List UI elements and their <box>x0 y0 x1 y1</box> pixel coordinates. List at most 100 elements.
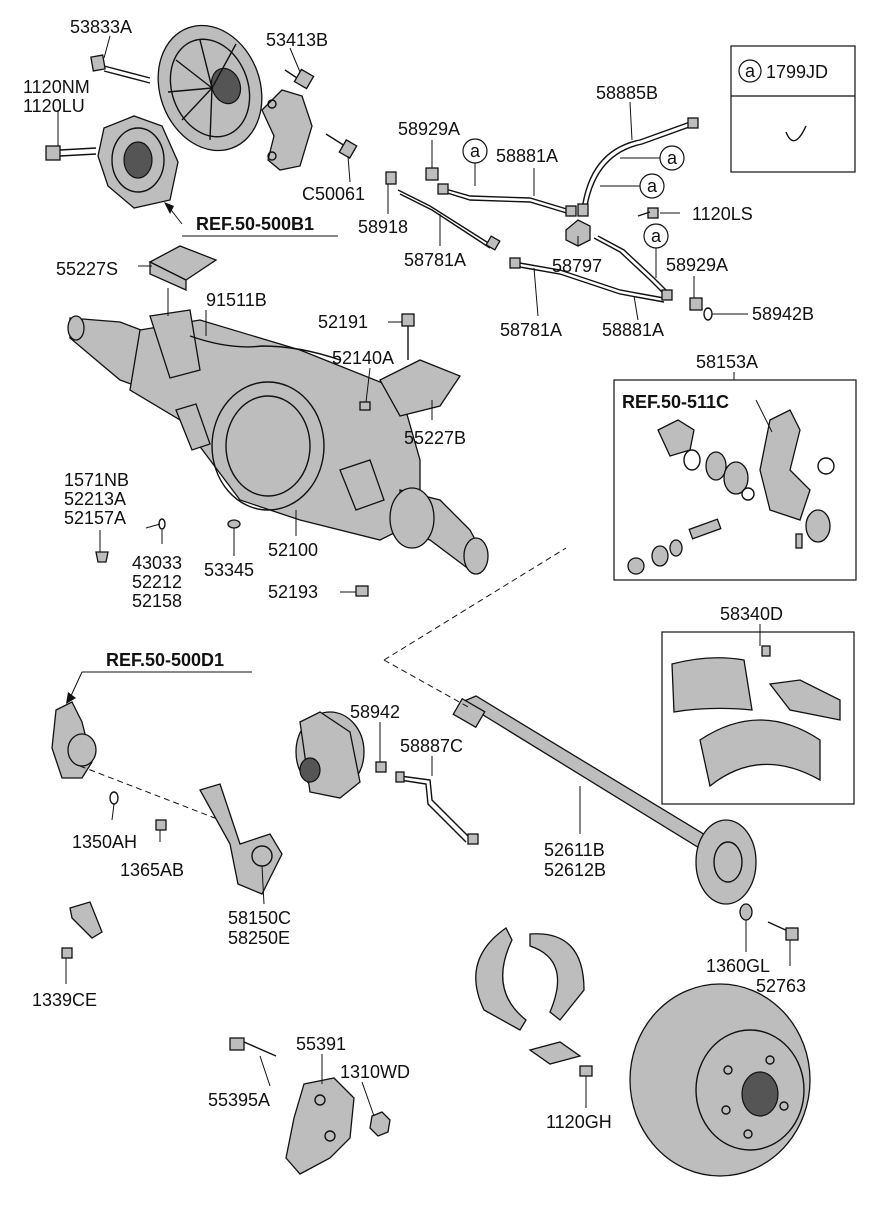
label-1120GH[interactable]: 1120GH <box>546 1112 612 1132</box>
label-52213A[interactable]: 52213A <box>64 489 126 509</box>
label-58881A-2[interactable]: 58881A <box>602 320 664 340</box>
label-52191[interactable]: 52191 <box>318 312 368 332</box>
part-58797-fitting[interactable] <box>565 219 591 247</box>
label-1120LU[interactable]: 1120LU <box>23 96 85 116</box>
ref-50-500B1[interactable]: REF.50-500B1 <box>196 214 314 234</box>
label-91511B[interactable]: 91511B <box>206 290 267 310</box>
label-58153A[interactable]: 58153A <box>696 352 758 372</box>
label-1339CE[interactable]: 1339CE <box>32 990 97 1010</box>
part-brake-chamber[interactable] <box>295 711 365 799</box>
label-58887C[interactable]: 58887C <box>400 736 463 756</box>
ref-50-500D1[interactable]: REF.50-500D1 <box>106 650 224 670</box>
part-58885B-hose[interactable] <box>577 117 699 217</box>
part-C50061-bolt[interactable] <box>325 133 358 159</box>
svg-text:a: a <box>651 226 662 246</box>
label-58942B[interactable]: 58942B <box>752 304 814 324</box>
part-slack-adjuster-assembly[interactable] <box>51 701 97 779</box>
part-52140A[interactable] <box>359 401 371 411</box>
part-58781A-pipe-1[interactable] <box>397 189 501 251</box>
part-hub-flange[interactable] <box>97 115 179 209</box>
part-58881A-pipe-1[interactable] <box>437 183 577 217</box>
label-58881A-1[interactable]: 58881A <box>496 146 558 166</box>
part-55227B-bracket[interactable] <box>379 359 461 417</box>
label-1360GL[interactable]: 1360GL <box>706 956 770 976</box>
part-53413B-disc[interactable] <box>141 11 279 165</box>
label-58929A-1[interactable]: 58929A <box>398 119 460 139</box>
part-52191-bolt[interactable] <box>401 313 415 360</box>
label-52158[interactable]: 52158 <box>132 591 182 611</box>
label-55395A[interactable]: 55395A <box>208 1090 270 1110</box>
label-1310WD[interactable]: 1310WD <box>340 1062 410 1082</box>
label-58942[interactable]: 58942 <box>350 702 400 722</box>
label-55227S[interactable]: 55227S <box>56 259 118 279</box>
part-1339CE-bracket[interactable] <box>61 901 103 959</box>
label-1120NM[interactable]: 1120NM <box>23 77 90 97</box>
part-1310WD-nut[interactable] <box>369 1111 391 1137</box>
part-58340D-brake-shoe-kit[interactable] <box>671 645 841 788</box>
part-brake-shoes[interactable] <box>475 927 585 1031</box>
label-58797[interactable]: 58797 <box>552 256 602 276</box>
label-55391[interactable]: 55391 <box>296 1034 346 1054</box>
part-52193-nut[interactable] <box>355 585 369 597</box>
part-53413B-bolt[interactable] <box>284 68 315 90</box>
label-53413B[interactable]: 53413B <box>266 30 328 50</box>
label-55227B[interactable]: 55227B <box>404 428 466 448</box>
label-52611B[interactable]: 52611B <box>544 840 605 860</box>
label-53833A[interactable]: 53833A <box>70 17 132 37</box>
label-1350AH[interactable]: 1350AH <box>72 832 137 852</box>
leader-lines <box>57 35 791 1117</box>
part-1120LS-bolt[interactable] <box>637 207 659 219</box>
label-1120LS[interactable]: 1120LS <box>692 204 753 224</box>
part-58150C-bracket[interactable] <box>199 783 283 895</box>
label-58781A-1[interactable]: 58781A <box>404 250 466 270</box>
ref-50-511C[interactable]: REF.50-511C <box>622 392 729 412</box>
label-52612B[interactable]: 52612B <box>544 860 606 880</box>
part-1571NB-plug[interactable] <box>95 551 109 563</box>
label-52100[interactable]: 52100 <box>268 540 318 560</box>
label-58250E[interactable]: 58250E <box>228 928 290 948</box>
part-58918[interactable] <box>385 171 397 185</box>
part-58887C-hose[interactable] <box>395 771 479 845</box>
part-53833A-bolt[interactable] <box>90 54 151 84</box>
part-55227S-bracket[interactable] <box>148 245 218 292</box>
part-55391-bracket[interactable] <box>285 1077 355 1175</box>
label-58150C[interactable]: 58150C <box>228 908 291 928</box>
part-55395A-bolt[interactable] <box>229 1037 277 1057</box>
label-52763[interactable]: 52763 <box>756 976 806 996</box>
label-52140A[interactable]: 52140A <box>332 348 394 368</box>
label-C50061[interactable]: C50061 <box>302 184 365 204</box>
part-58881A-pipe-2[interactable] <box>593 235 673 301</box>
label-52212[interactable]: 52212 <box>132 572 182 592</box>
part-58929A-nut-2[interactable] <box>689 297 703 311</box>
label-53345[interactable]: 53345 <box>204 560 254 580</box>
part-1350AH[interactable] <box>109 791 119 805</box>
part-1120GH-bracket[interactable] <box>528 1041 593 1077</box>
label-52157A[interactable]: 52157A <box>64 508 126 528</box>
part-53345[interactable] <box>227 519 241 529</box>
part-52100-axle-housing[interactable] <box>67 309 489 575</box>
part-brake-drum[interactable] <box>629 983 811 1177</box>
part-91511B-wire[interactable] <box>189 335 341 361</box>
part-58781A-pipe-2[interactable] <box>509 257 665 303</box>
label-58885B[interactable]: 58885B <box>596 83 658 103</box>
part-bearing-cap[interactable] <box>261 89 313 171</box>
label-52193[interactable]: 52193 <box>268 582 318 602</box>
label-58340D[interactable]: 58340D <box>720 604 783 624</box>
part-58929A-nut-1[interactable] <box>425 167 439 181</box>
part-1360GL[interactable] <box>739 903 753 921</box>
part-52763-bolt[interactable] <box>767 921 799 941</box>
label-43033[interactable]: 43033 <box>132 553 182 573</box>
part-1120NM-bolt[interactable] <box>45 145 97 161</box>
svg-text:a: a <box>647 176 658 196</box>
part-52611B-axle-shaft[interactable] <box>452 695 757 905</box>
label-1571NB[interactable]: 1571NB <box>64 470 129 490</box>
label-1365AB[interactable]: 1365AB <box>120 860 184 880</box>
part-58153A-slack-adjuster-kit[interactable] <box>627 409 835 575</box>
label-1799JD[interactable]: 1799JD <box>766 62 828 82</box>
label-58929A-2[interactable]: 58929A <box>666 255 728 275</box>
label-58918[interactable]: 58918 <box>358 217 408 237</box>
part-1365AB[interactable] <box>155 819 167 831</box>
part-58942-nut[interactable] <box>375 761 387 773</box>
label-58781A-2[interactable]: 58781A <box>500 320 562 340</box>
part-58942B[interactable] <box>703 307 713 321</box>
